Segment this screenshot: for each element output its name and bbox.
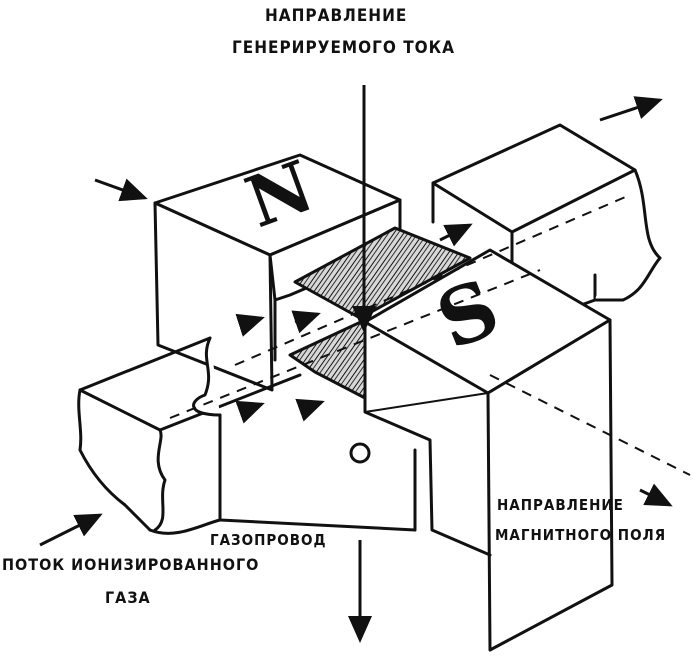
- duct-axis-line: [169, 269, 541, 419]
- field-arrow-back: [599, 96, 663, 122]
- terminal-hole: [349, 442, 371, 464]
- current-direction-title: НАПРАВЛЕНИЕ: [265, 6, 408, 26]
- field-direction-subtitle: МАГНИТНОГО ПОЛЯ: [495, 526, 667, 544]
- lower-electrode: [288, 318, 367, 400]
- gas-flow-label-2: ГАЗА: [105, 588, 151, 607]
- upper-electrode: [293, 226, 472, 320]
- south-magnet: [363, 248, 614, 652]
- gas-flow-arrow: [39, 513, 103, 547]
- current-axis: [348, 85, 376, 643]
- gas-flow-label: ПОТОК ИОНИЗИРОВАННОГО: [2, 555, 260, 574]
- field-axis-line: [489, 374, 691, 476]
- flow-arrows: [39, 96, 673, 547]
- current-direction-subtitle: ГЕНЕРИРУЕМОГО ТОКА: [232, 38, 455, 58]
- field-arrow-front: [639, 483, 673, 507]
- gas-pipe-label: ГАЗОПРОВОД: [210, 531, 327, 549]
- field-direction-title: НАПРАВЛЕНИЕ: [497, 496, 624, 514]
- gas-duct: [77, 336, 417, 535]
